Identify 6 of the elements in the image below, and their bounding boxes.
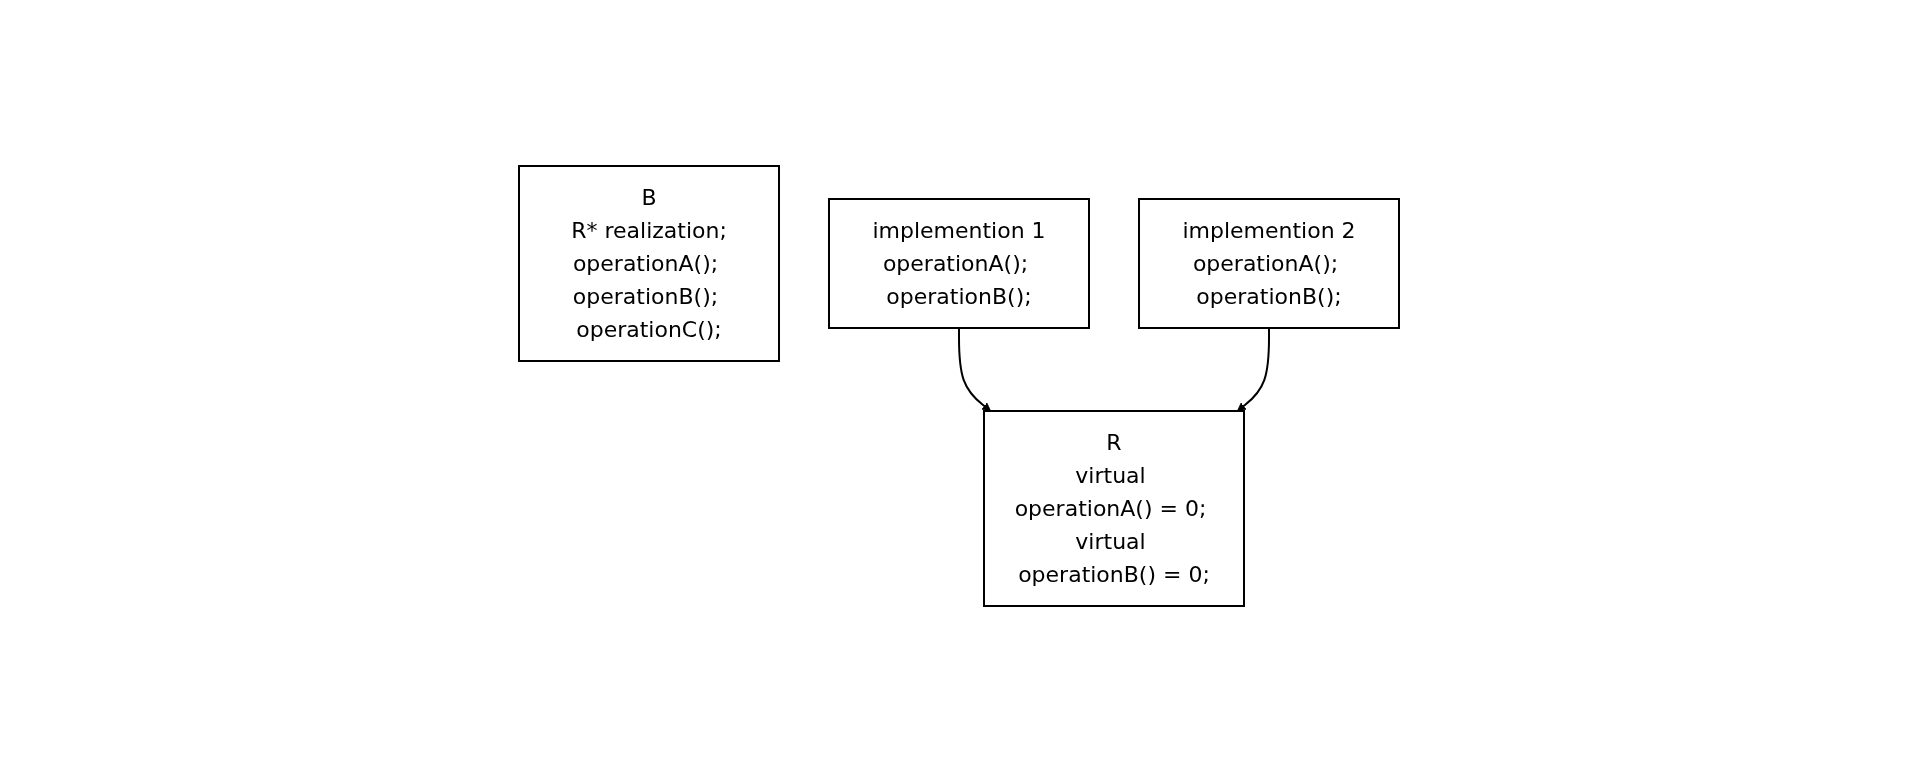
node-box: R virtual operationA() = 0; virtual operationB() = 0; <box>982 409 1245 607</box>
arrow <box>1236 326 1270 411</box>
node-box: B R* realization; operationA(); operationB(); operationC(); <box>517 164 780 362</box>
arrow <box>957 326 991 411</box>
node-box: implemention 2 operationA(); operationB(); <box>1137 197 1400 329</box>
node-box: implemention 1 operationA(); operationB(); <box>827 197 1090 329</box>
